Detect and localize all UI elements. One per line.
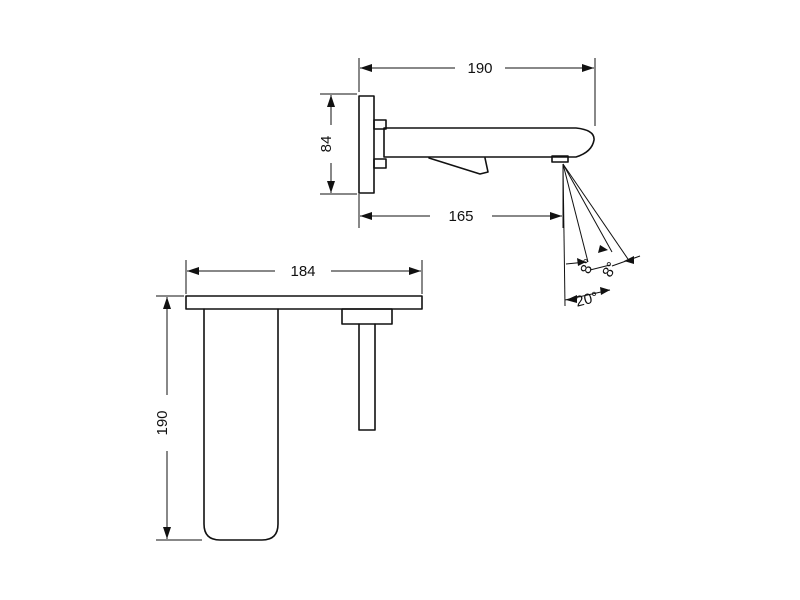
top-spout (203, 308, 279, 541)
dim-overall-length: 190 (467, 60, 492, 77)
dim-angle-1: 8° (577, 257, 598, 276)
wall-plate (358, 95, 375, 194)
top-view: 184 190 (154, 260, 423, 541)
top-lever-rod (358, 323, 376, 431)
mount-stub-top (373, 119, 387, 130)
jet-angle-lines (562, 163, 641, 307)
mount-stub-bottom (373, 158, 387, 169)
top-wall-plate (185, 295, 423, 310)
dim-angle-3: 20° (574, 289, 600, 311)
lever (428, 157, 489, 175)
spout-body (383, 127, 595, 158)
dim-height: 84 (318, 136, 335, 153)
dim-angle-2: 8° (599, 259, 621, 280)
dim-depth: 190 (154, 410, 171, 435)
aerator (551, 155, 569, 163)
dim-spout-reach: 165 (448, 208, 473, 225)
dim-width: 184 (290, 263, 315, 280)
top-lever-base (341, 308, 393, 325)
side-view: 190 84 165 (318, 58, 641, 311)
